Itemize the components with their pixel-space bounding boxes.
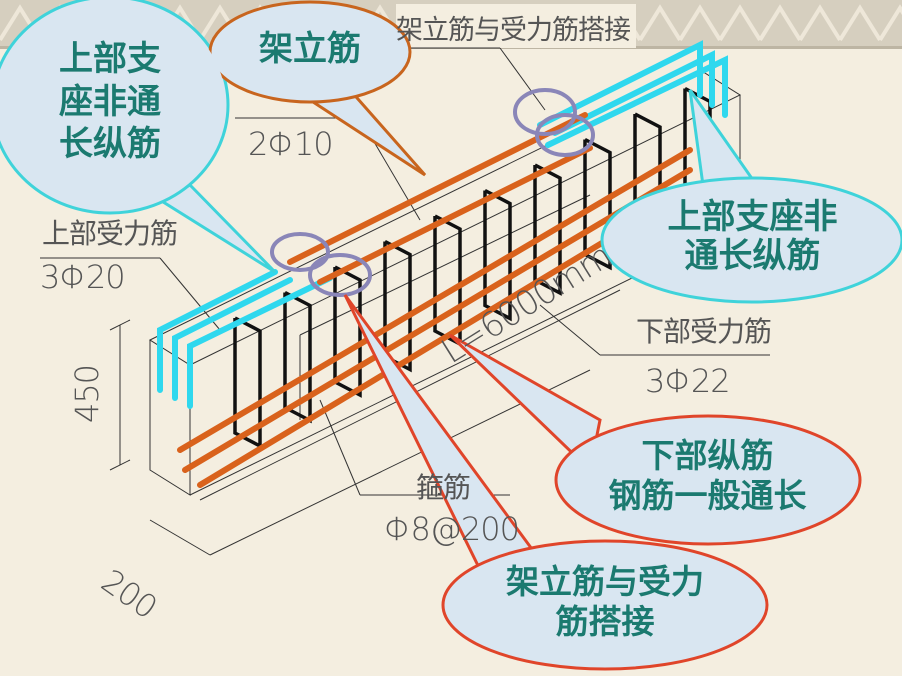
callout-line: 下部纵筋 (641, 436, 774, 475)
label-top-main-spec: 3Φ20 (40, 258, 126, 296)
callout-top-support-right: 上部支座非 通长纵筋 (615, 197, 890, 277)
callout-line: 钢筋一般通长 (608, 475, 807, 515)
callout-top-support-left: 上部支 座非通 长纵筋 (30, 38, 190, 166)
border-motif (838, 4, 882, 42)
label-bottom-main-spec: 3Φ22 (645, 362, 731, 400)
callout-overlap: 架立筋与受力 筋搭接 (455, 562, 755, 641)
callout-erection-bar: 架立筋 (220, 28, 400, 71)
overlap-markers (270, 88, 595, 297)
callout-line: 上部支 (59, 39, 161, 79)
border-motif (798, 4, 842, 42)
label-bottom-main: 下部受力筋 (636, 315, 772, 348)
stirrup (483, 188, 512, 322)
callout-line: 架立筋 (259, 29, 361, 69)
label-stirrup: 箍筋 (416, 471, 471, 504)
callout-line: 架立筋与受力 (506, 562, 704, 601)
callout-line: 通长纵筋 (684, 236, 821, 277)
top-support-bars (157, 40, 728, 409)
label-overlap: 架立筋与受力筋搭接 (396, 15, 631, 46)
border-motif (718, 4, 762, 42)
label-top-main: 上部受力筋 (42, 217, 178, 250)
border-motif (678, 4, 722, 42)
callout-line: 长纵筋 (59, 124, 161, 164)
callout-bottom-bars: 下部纵筋 钢筋一般通长 (565, 436, 850, 515)
border-motif (878, 4, 902, 42)
callout-line: 上部支座非 (667, 197, 838, 237)
callout-line: 座非通 (59, 81, 161, 122)
border-motif (758, 4, 802, 42)
label-height: 450 (68, 364, 107, 424)
border-motif (638, 4, 682, 42)
erection-and-bottom-bars (177, 112, 693, 488)
label-stirrup-spec: Φ8@200 (384, 510, 520, 548)
label-erection-spec: 2Φ10 (248, 125, 334, 163)
callout-line: 筋搭接 (555, 601, 655, 641)
